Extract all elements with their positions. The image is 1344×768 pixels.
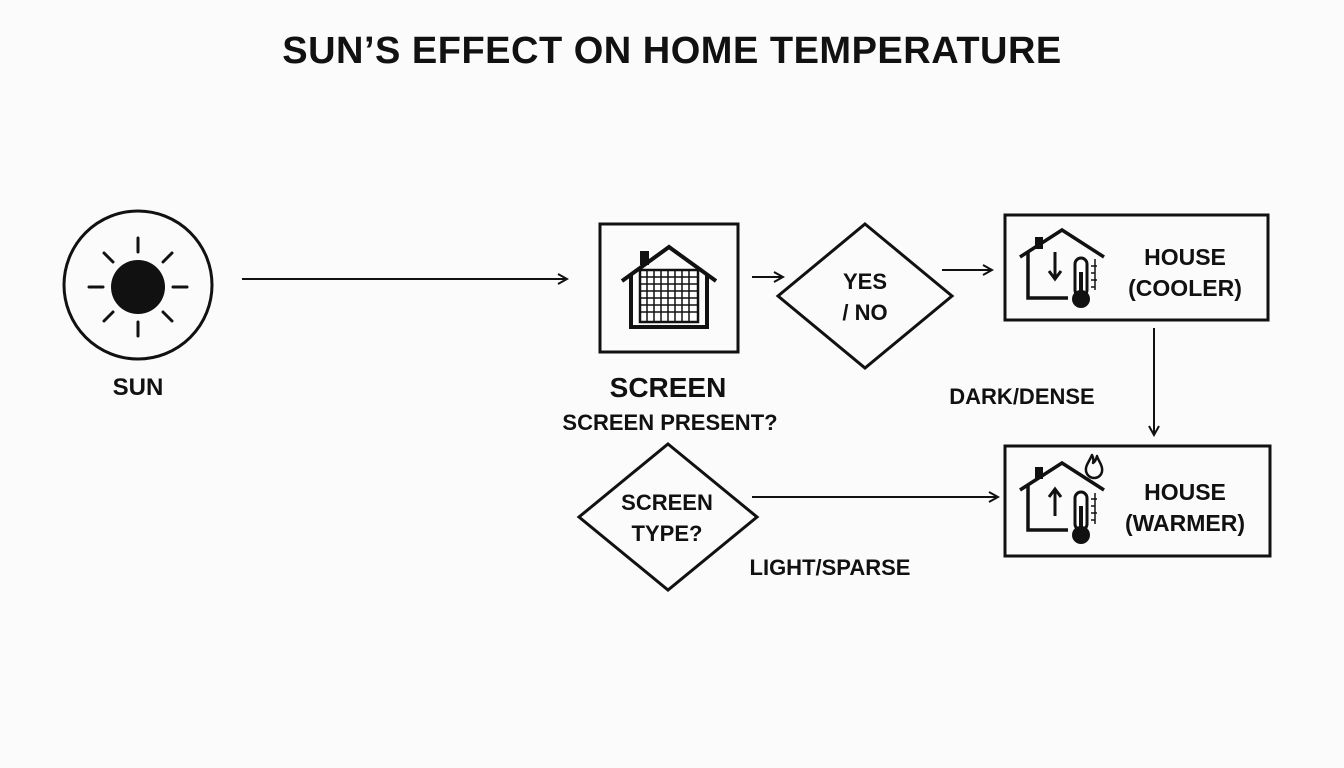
house-temperature-up-flame-icon bbox=[1019, 453, 1105, 544]
house-warmer-line-2: (WARMER) bbox=[1124, 510, 1246, 536]
house-cooler-line-2: (COOLER) bbox=[1128, 275, 1242, 301]
house-cooler-node bbox=[1003, 213, 1270, 322]
sun-icon bbox=[87, 236, 189, 338]
sun-label: SUN bbox=[112, 374, 164, 401]
screen-label: SCREEN bbox=[609, 372, 727, 403]
yes-no-decision bbox=[775, 222, 955, 370]
diagram-title: SUN’S EFFECT ON HOME TEMPERATURE bbox=[282, 30, 1062, 72]
edge-label-light-sparse: LIGHT/SPARSE bbox=[749, 555, 911, 580]
house-cooler-label: HOUSE (COOLER) bbox=[1110, 242, 1260, 304]
screen-type-line-1: SCREEN bbox=[621, 490, 713, 515]
house-warmer-node bbox=[1003, 444, 1272, 558]
house-cooler-line-1: HOUSE bbox=[1144, 244, 1226, 270]
screen-type-decision bbox=[576, 442, 760, 592]
edge-label-dark-dense: DARK/DENSE bbox=[949, 384, 1095, 409]
screen-type-label: SCREEN TYPE? bbox=[592, 487, 742, 549]
house-warmer-label: HOUSE (WARMER) bbox=[1110, 477, 1260, 539]
flame-icon bbox=[1084, 453, 1104, 480]
yes-no-line-1: YES bbox=[842, 269, 888, 294]
sun-node bbox=[62, 209, 214, 361]
house-screen-icon bbox=[620, 244, 718, 329]
house-warmer-line-1: HOUSE bbox=[1144, 479, 1226, 505]
yes-no-label: YES / NO bbox=[790, 266, 940, 328]
yes-no-line-2: / NO bbox=[842, 300, 888, 325]
screen-present-question: SCREEN PRESENT? bbox=[562, 410, 778, 435]
screen-type-line-2: TYPE? bbox=[631, 521, 703, 546]
screen-node bbox=[598, 222, 740, 354]
house-temperature-down-icon bbox=[1019, 227, 1105, 308]
